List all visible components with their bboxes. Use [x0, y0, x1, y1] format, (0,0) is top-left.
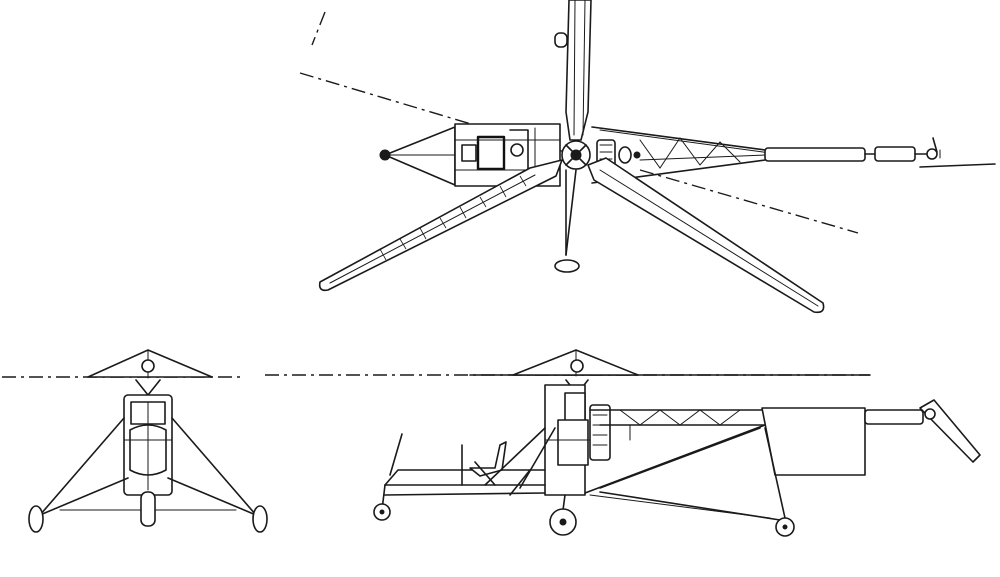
- plan-rotor-blade-upper: [554, 0, 592, 141]
- plan-rotor-blade-left: [318, 159, 563, 292]
- front-view: [2, 349, 268, 533]
- plan-blade-path-dashed: [299, 11, 859, 234]
- front-right-wheel: [252, 505, 268, 533]
- front-left-wheel: [28, 505, 44, 533]
- side-engine: [589, 404, 611, 461]
- side-view: [265, 349, 981, 537]
- side-tail-fairing: [761, 407, 866, 476]
- side-seat: [469, 441, 507, 477]
- front-nose-wheel: [140, 491, 156, 527]
- plan-fuselage: [379, 123, 996, 273]
- plan-rotor-blade-right: [587, 157, 825, 314]
- plan-view: [299, 0, 996, 314]
